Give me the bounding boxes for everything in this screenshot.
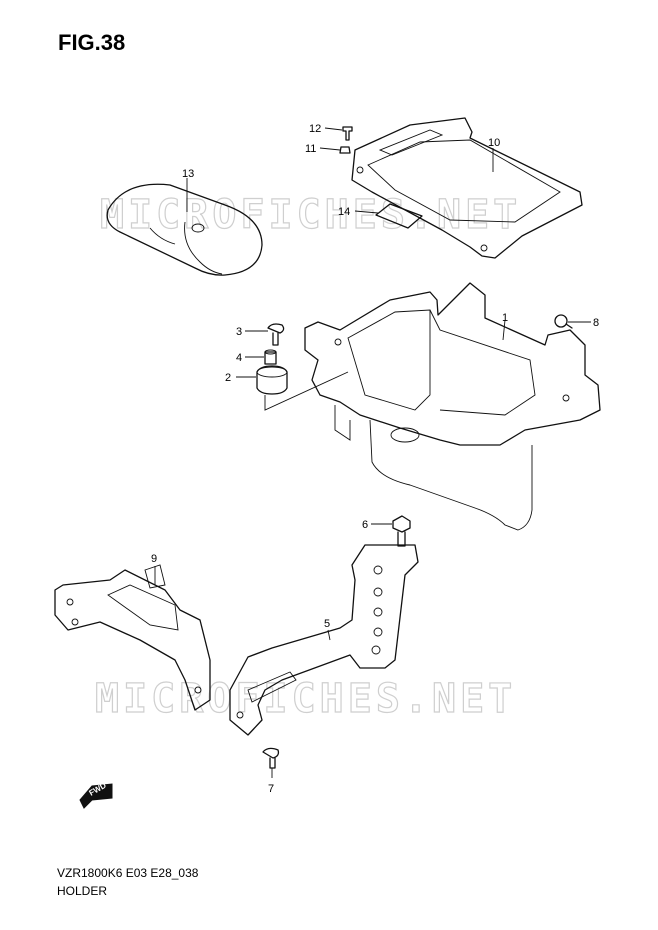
callout-4: 4 <box>236 352 242 364</box>
figure-title: FIG.38 <box>58 30 126 55</box>
part-2-grommet <box>256 365 288 395</box>
callout-3: 3 <box>236 326 242 338</box>
diagram-code: VZR1800K6 E03 E28_038 <box>57 866 199 880</box>
part-5-bracket <box>229 544 419 736</box>
assembly-line-2 <box>264 371 349 411</box>
part-3-bolt <box>267 323 285 346</box>
watermark-top: MICROFICHES.NET <box>100 192 521 238</box>
part-12-screw <box>342 126 353 141</box>
callout-11: 11 <box>305 143 316 155</box>
part-10-plate <box>351 117 583 259</box>
callout-12: 12 <box>309 123 321 135</box>
fwd-arrow-icon: FWD <box>79 781 113 809</box>
part-14-pad <box>375 203 423 229</box>
callout-6: 6 <box>362 519 368 531</box>
part-4-collar <box>264 349 277 365</box>
part-7-bolt <box>262 747 280 769</box>
callout-1: 1 <box>502 312 508 324</box>
diagram-name: HOLDER <box>57 884 108 898</box>
callout-14: 14 <box>338 206 350 218</box>
leader-lines <box>154 127 591 778</box>
callout-9: 9 <box>151 553 157 565</box>
callout-8: 8 <box>593 317 599 329</box>
callout-7: 7 <box>268 783 274 795</box>
callout-13: 13 <box>182 168 194 180</box>
part-1-holder <box>304 282 601 531</box>
callout-10: 10 <box>488 137 500 149</box>
callout-5: 5 <box>324 618 330 630</box>
part-11-nut <box>339 146 351 154</box>
part-13-cover <box>106 183 263 276</box>
callout-2: 2 <box>225 372 231 384</box>
watermark-bottom: MICROFICHES.NET <box>95 676 516 722</box>
part-8-bolt <box>554 314 573 329</box>
part-6-bolt <box>392 515 411 547</box>
